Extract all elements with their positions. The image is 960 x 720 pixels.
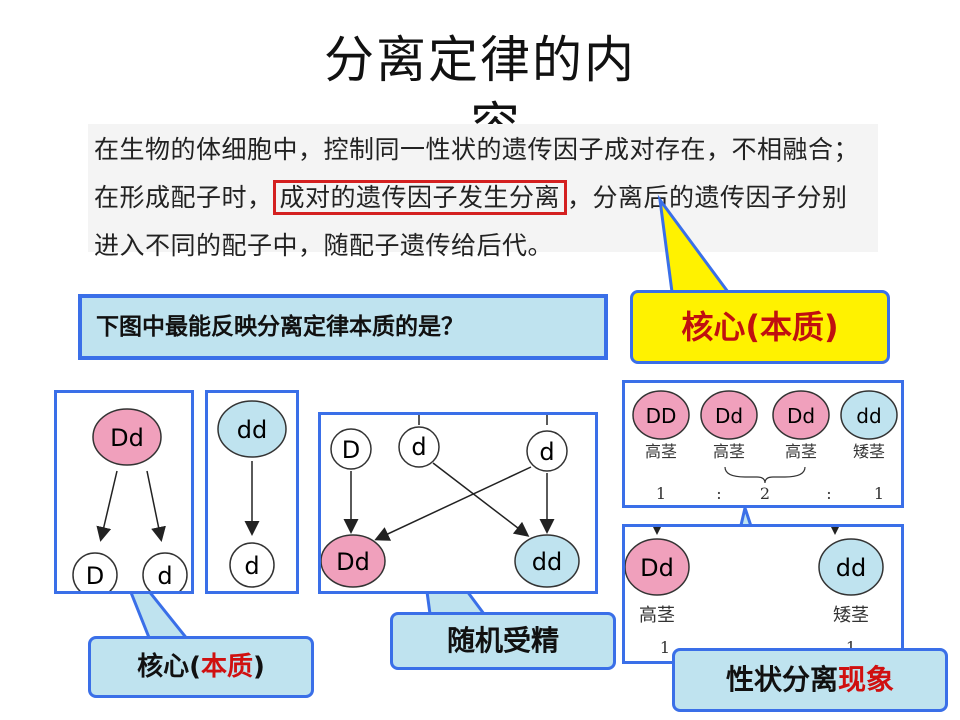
- panel-e-genotype-1: Dd: [640, 554, 674, 582]
- core-essence-callout-top: 核心(本质): [630, 290, 890, 364]
- phenotype-segregation-callout: 性状分离现象: [672, 648, 948, 712]
- phenotype-part-1: 性状分离: [725, 663, 838, 696]
- panel-c: D d d Dd dd: [318, 412, 598, 594]
- core-bottom-part-2: 本质: [200, 652, 253, 682]
- panel-c-child-2: dd: [532, 548, 562, 576]
- offspring-dd-node: [514, 534, 580, 588]
- question-box: 下图中最能反映分离定律本质的是？: [78, 294, 608, 360]
- panel-e-diagram: Dd dd 高茎 矮茎 1 1: [624, 527, 884, 657]
- panel-d-phenotype-3: 高茎: [785, 442, 817, 461]
- panel-a-gamete-2: d: [157, 562, 172, 590]
- panel-d-genotype-1: DD: [646, 404, 677, 428]
- core-bottom-part-1: 核心(: [137, 652, 201, 682]
- gamete-d-node-1: [398, 426, 440, 468]
- panel-a-gamete-1: D: [86, 562, 104, 590]
- genotype-dd-node: [840, 390, 898, 440]
- panel-e-genotype-2: dd: [836, 554, 866, 582]
- panel-b-diagram: dd d: [217, 400, 287, 588]
- offspring-dd-node: [818, 538, 884, 596]
- panel-a-parent-label: Dd: [110, 424, 144, 452]
- genotype-DD-node: [632, 390, 690, 440]
- panel-d-genotype-2: Dd: [715, 404, 743, 428]
- core-essence-callout-bottom: 核心(本质): [88, 636, 314, 698]
- panel-c-gamete-1: D: [342, 436, 360, 464]
- offspring-Dd-node: [624, 538, 690, 596]
- phenotype-part-2: 现象: [838, 663, 895, 696]
- genotype-Dd-node-1: [700, 390, 758, 440]
- core-bottom-part-3: ): [253, 652, 265, 682]
- definition-before: 在生物的体细胞中，控制同一性状的遗传因子成对存在，不相融合；在形成配子时，: [94, 135, 860, 212]
- parent-dd-node: [217, 400, 287, 458]
- panel-e: Dd dd 高茎 矮茎 1 1: [622, 524, 904, 664]
- ratio-1: 1: [656, 484, 666, 503]
- ratio-sep-1: :: [716, 484, 721, 503]
- panel-e-phenotype-1: 高茎: [639, 605, 675, 626]
- ratio-sep-2: :: [826, 484, 831, 503]
- gamete-d-node: [229, 542, 275, 588]
- panel-b: dd d: [205, 390, 299, 594]
- panel-d-diagram: DD Dd Dd dd 高茎 高茎 高茎 矮茎 1 : 2 : 1: [632, 390, 898, 503]
- gamete-D-node: [330, 428, 372, 470]
- panel-c-gamete-3: d: [539, 438, 554, 466]
- panel-b-gamete: d: [244, 552, 259, 580]
- panel-d: DD Dd Dd dd 高茎 高茎 高茎 矮茎 1 : 2 : 1: [622, 380, 904, 508]
- panel-a-diagram: Dd D d: [72, 408, 188, 598]
- panel-c-child-1: Dd: [336, 548, 370, 576]
- core-top-pointer: [657, 194, 731, 294]
- gamete-d-node-2: [526, 430, 568, 472]
- offspring-Dd-node: [320, 534, 386, 588]
- page-title-continuation: 容: [470, 97, 520, 126]
- ratio-2: 2: [760, 484, 770, 503]
- panel-b-parent-label: dd: [237, 416, 267, 444]
- definition-after: ，分离后的遗传因子分别进入不同的配子中，随配子遗传给后代。: [94, 183, 848, 260]
- title-line-1: 分离定律的内: [324, 31, 636, 89]
- panel-e-count-1: 1: [660, 638, 670, 657]
- panel-e-phenotype-2: 矮茎: [833, 605, 869, 626]
- genotype-Dd-node-2: [772, 390, 830, 440]
- panel-e-count-2: 1: [846, 638, 856, 657]
- panel-d-phenotype-4: 矮茎: [853, 442, 885, 461]
- panel-d-genotype-4: dd: [856, 404, 881, 428]
- panel-d-phenotype-2: 高茎: [713, 442, 745, 461]
- random-fertilization-callout: 随机受精: [390, 612, 616, 670]
- panel-a: Dd D d: [54, 390, 194, 598]
- definition-highlight: 成对的遗传因子发生分离: [272, 180, 568, 215]
- definition-text: 在生物的体细胞中，控制同一性状的遗传因子成对存在，不相融合；在形成配子时，成对的…: [88, 124, 878, 260]
- parent-dd-node: [92, 408, 162, 466]
- brace: [724, 466, 806, 484]
- panel-c-diagram: D d d Dd dd: [320, 415, 580, 588]
- ratio-3: 1: [874, 484, 884, 503]
- page-title: 分离定律的内: [0, 30, 960, 90]
- panel-d-phenotype-1: 高茎: [645, 442, 677, 461]
- panel-c-gamete-2: d: [411, 433, 426, 461]
- panel-d-genotype-3: Dd: [787, 404, 815, 428]
